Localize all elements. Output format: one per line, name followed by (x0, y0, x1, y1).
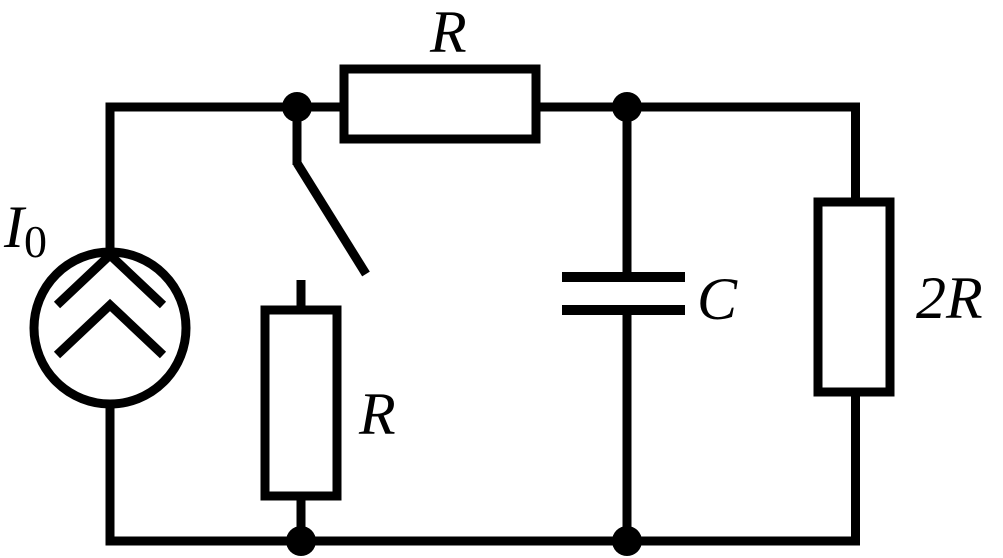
label-current-source: I0 (3, 194, 47, 267)
node-top-left (282, 92, 312, 122)
node-bottom-left (286, 526, 316, 556)
current-source-circle (29, 247, 191, 409)
resistor-right (813, 197, 895, 397)
node-top-right (612, 92, 642, 122)
current-source-arrow-upper (53, 248, 167, 309)
label-resistor-switched: R (358, 381, 396, 447)
node-bottom-right (612, 526, 642, 556)
junction-nodes (282, 92, 642, 556)
label-capacitor: C (697, 266, 738, 332)
label-resistor-top: R (429, 0, 467, 65)
current-source-arrow-lower (53, 298, 167, 359)
resistor-top (339, 64, 541, 144)
current-source (29, 247, 191, 409)
capacitor (562, 272, 685, 315)
resistor-switched (260, 305, 342, 501)
switch-blade (293, 160, 370, 277)
wires (105, 102, 860, 546)
label-resistor-right: 2R (916, 265, 983, 331)
